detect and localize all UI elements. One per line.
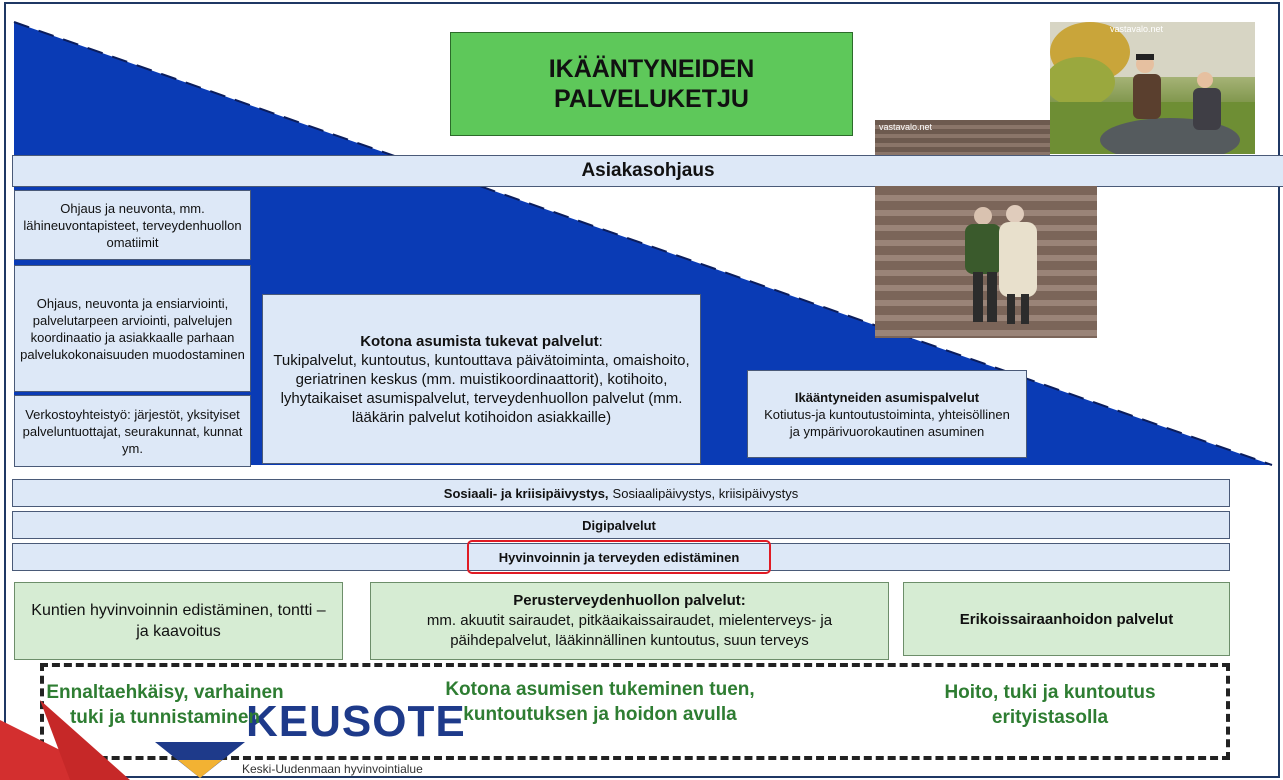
strip-digital-services: Digipalvelut bbox=[12, 511, 1230, 539]
box-primary-care: Perusterveydenhuollon palvelut: mm. akuu… bbox=[370, 582, 889, 660]
page-title: IKÄÄNTYNEIDEN PALVELUKETJU bbox=[450, 32, 853, 136]
left-box-network: Verkostoyhteistyö: järjestöt, yksityiset… bbox=[14, 395, 251, 467]
box-housing-services: Ikääntyneiden asumispalvelut Kotiutus-ja… bbox=[747, 370, 1027, 458]
municipal-wellbeing-text: Kuntien hyvinvoinnin edistäminen, tontti… bbox=[31, 602, 326, 640]
primary-care-heading: Perusterveydenhuollon palvelut: bbox=[513, 592, 746, 609]
box-municipal-wellbeing: Kuntien hyvinvoinnin edistäminen, tontti… bbox=[14, 582, 343, 660]
home-services-colon: : bbox=[598, 332, 603, 350]
strip-wellbeing-bold: Hyvinvoinnin ja terveyden edistäminen bbox=[498, 549, 740, 565]
band-asiakasohjaus: Asiakasohjaus bbox=[12, 155, 1283, 187]
diagram-frame bbox=[4, 2, 1280, 778]
left-box-network-text: Verkostoyhteistyö: järjestöt, yksityiset… bbox=[22, 406, 243, 456]
photo-seniors-stairs bbox=[875, 186, 1097, 338]
band-asiakasohjaus-label: Asiakasohjaus bbox=[581, 160, 715, 181]
left-box-assessment-text: Ohjaus, neuvonta ja ensiarviointi, palve… bbox=[20, 295, 245, 362]
specialized-care-text: Erikoissairaanhoidon palvelut bbox=[959, 610, 1174, 628]
seniors-bench-illustration bbox=[1050, 22, 1255, 154]
highlight-outline bbox=[467, 540, 771, 574]
logo-subtitle: Keski-Uudenmaan hyvinvointialue bbox=[242, 762, 423, 776]
photo-credit-middle: vastavalo.net bbox=[879, 122, 933, 132]
logo-chevron-accent bbox=[178, 760, 222, 778]
home-services-body: Tukipalvelut, kuntoutus, kuntouttava päi… bbox=[273, 351, 690, 426]
box-home-services: Kotona asumista tukevat palvelut: Tukipa… bbox=[262, 294, 701, 464]
left-box-assessment: Ohjaus, neuvonta ja ensiarviointi, palve… bbox=[14, 265, 251, 392]
left-box-guidance-text: Ohjaus ja neuvonta, mm. lähineuvontapist… bbox=[23, 200, 242, 250]
primary-care-body: mm. akuutit sairaudet, pitkäaikaissairau… bbox=[426, 612, 833, 649]
home-services-heading: Kotona asumista tukevat palvelut bbox=[360, 332, 599, 350]
strip-digital-bold: Digipalvelut bbox=[582, 517, 656, 533]
footer-specialized-level: Hoito, tuki ja kuntoutus erityistasolla bbox=[944, 682, 1156, 728]
strip-crisis-services: Sosiaali- ja kriisipäivystys, Sosiaalipä… bbox=[12, 479, 1230, 507]
title-line-1: IKÄÄNTYNEIDEN bbox=[548, 55, 755, 83]
keusote-logo bbox=[0, 700, 245, 780]
strip-crisis-rest: Sosiaalipäivystys, kriisipäivystys bbox=[612, 485, 799, 501]
housing-services-body: Kotiutus-ja kuntoutustoiminta, yhteisöll… bbox=[764, 406, 1010, 439]
strip-crisis-bold: Sosiaali- ja kriisipäivystys, bbox=[443, 485, 609, 501]
photo-seniors-bench: vastavalo.net bbox=[1050, 22, 1255, 154]
photo-stone-steps: vastavalo.net bbox=[875, 120, 1050, 155]
box-specialized-care: Erikoissairaanhoidon palvelut bbox=[903, 582, 1230, 656]
home-services-heading-row: Kotona asumista tukevat palvelut: bbox=[360, 332, 603, 351]
footer-dashed-box bbox=[40, 663, 1230, 760]
photo-credit-top: vastavalo.net bbox=[1110, 24, 1164, 34]
triangle-dashed-edge bbox=[13, 21, 1273, 466]
strip-wellbeing-promotion: Hyvinvoinnin ja terveyden edistäminen bbox=[12, 540, 1230, 574]
left-box-guidance: Ohjaus ja neuvonta, mm. lähineuvontapist… bbox=[14, 190, 251, 260]
title-line-2: PALVELUKETJU bbox=[554, 85, 749, 113]
logo-wordmark: KEUSOTE bbox=[246, 697, 466, 746]
footer-home-support: Kotona asumisen tukeminen tuen, kuntoutu… bbox=[445, 679, 755, 725]
housing-services-heading: Ikääntyneiden asumispalvelut bbox=[794, 389, 980, 405]
footer-prevention: Ennaltaehkäisy, varhainen tuki ja tunnis… bbox=[46, 682, 284, 728]
logo-red-shape-2 bbox=[40, 700, 130, 780]
seniors-stairs-illustration bbox=[965, 205, 1037, 324]
